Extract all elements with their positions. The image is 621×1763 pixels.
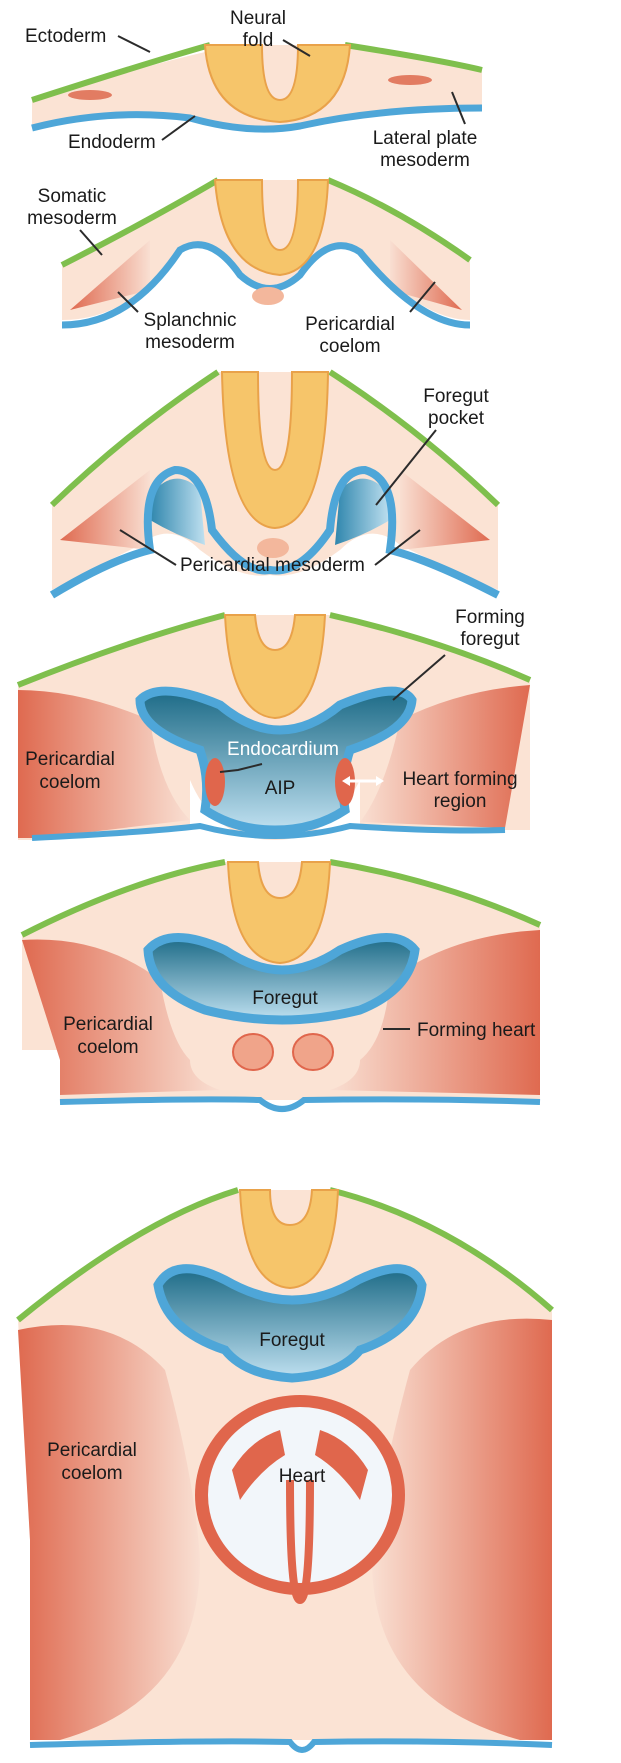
label-pericardial-coelom-2a: Pericardial <box>305 314 395 335</box>
leader-ectoderm <box>118 36 150 52</box>
label-foregut-pocket-1: Foregut <box>423 386 489 407</box>
label-somatic-1: Somatic <box>38 186 107 207</box>
label-pericardial-coelom-5b: coelom <box>77 1037 138 1058</box>
stage-1-panel <box>32 45 482 129</box>
label-pericardial-coelom-6b: coelom <box>61 1463 122 1484</box>
label-foregut-6: Foregut <box>259 1330 325 1351</box>
label-somatic-2: mesoderm <box>27 208 117 229</box>
stage-2-notochord <box>252 287 284 305</box>
stage-2-panel <box>62 180 470 325</box>
label-endoderm: Endoderm <box>68 132 156 153</box>
label-heart-forming-1: Heart forming <box>402 769 517 790</box>
label-splanchnic-1: Splanchnic <box>144 310 237 331</box>
label-forming-foregut-2: foregut <box>460 629 520 650</box>
stage-5-endoderm-bottom <box>60 1099 540 1109</box>
label-heart: Heart <box>279 1466 326 1487</box>
stage-6-endoderm-bottom <box>30 1741 552 1750</box>
label-endocardium: Endocardium <box>227 739 339 760</box>
label-pericardial-coelom-4b: coelom <box>39 772 100 793</box>
label-forming-foregut-1: Forming <box>455 607 525 628</box>
stage-5-heart-right <box>293 1034 333 1070</box>
label-foregut-pocket-2: pocket <box>428 408 485 429</box>
stage-5-heart-left <box>233 1034 273 1070</box>
label-pericardial-coelom-5a: Pericardial <box>63 1014 153 1035</box>
label-splanchnic-2: mesoderm <box>145 332 235 353</box>
label-ectoderm: Ectoderm <box>25 26 106 47</box>
label-aip: AIP <box>265 778 296 799</box>
label-lateral-plate-2: mesoderm <box>380 150 470 171</box>
label-pericardial-coelom-6a: Pericardial <box>47 1440 137 1461</box>
label-lateral-plate-1: Lateral plate <box>373 128 478 149</box>
label-neural-fold-2: fold <box>243 30 274 51</box>
label-pericardial-coelom-2b: coelom <box>319 336 380 357</box>
label-pericardial-coelom-4a: Pericardial <box>25 749 115 770</box>
label-neural-fold-1: Neural <box>230 8 286 29</box>
stage-5-panel <box>22 862 540 1109</box>
label-pericardial-mesoderm: Pericardial mesoderm <box>180 555 365 576</box>
label-heart-forming-2: region <box>434 791 487 812</box>
stage-1-lateral-mesoderm-right <box>388 75 432 85</box>
stage-6-pericardium-inner <box>208 1407 392 1583</box>
stage-4-heart-tube-left <box>205 758 225 806</box>
stage-1-lateral-mesoderm-left <box>68 90 112 100</box>
label-forming-heart: Forming heart <box>417 1020 536 1041</box>
label-foregut-5: Foregut <box>252 988 318 1009</box>
